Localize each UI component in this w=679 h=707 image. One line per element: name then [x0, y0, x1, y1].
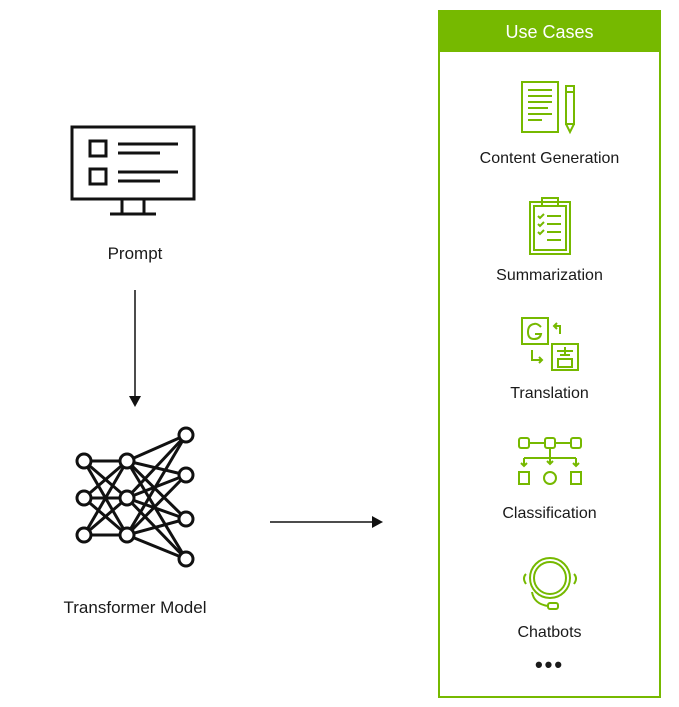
use-case-label-content-generation: Content Generation	[479, 150, 620, 167]
use-cases-title: Use Cases	[440, 12, 659, 52]
use-case-label-classification: Classification	[502, 505, 597, 522]
prompt-label: Prompt	[107, 244, 163, 263]
model-label: Transformer Model	[63, 598, 207, 617]
headset-icon	[522, 557, 577, 610]
use-cases-panel: Use Cases Content Generation Summarizati…	[438, 10, 661, 698]
document-pencil-icon	[520, 81, 575, 135]
more-ellipsis: •••	[534, 652, 565, 677]
translate-icon	[520, 317, 579, 371]
use-case-label-chatbots: Chatbots	[517, 624, 582, 641]
use-case-label-translation: Translation	[510, 385, 589, 402]
use-case-label-summarization: Summarization	[496, 267, 603, 284]
neural-network-icon	[75, 426, 195, 568]
monitor-form-icon	[70, 125, 196, 216]
down-arrow	[129, 290, 141, 407]
hierarchy-icon	[517, 437, 582, 485]
right-arrow	[270, 516, 383, 528]
clipboard-checklist-icon	[528, 197, 571, 255]
